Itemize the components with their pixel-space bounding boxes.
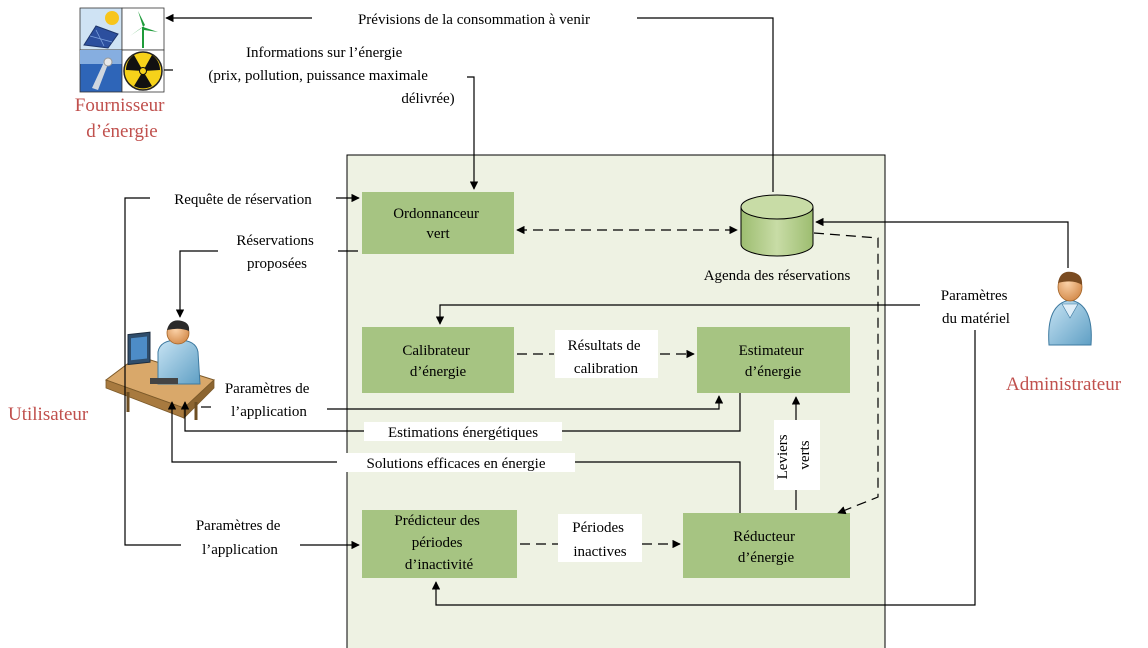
previsions-label: Prévisions de la consommation à venir: [358, 12, 590, 28]
requete-label: Requête de réservation: [174, 192, 312, 208]
reducteur-box: [683, 513, 850, 578]
solutions-label: Solutions efficaces en énergie: [367, 456, 546, 472]
estimations-arrow: [180, 401, 366, 432]
estimations-label-bg: [364, 422, 562, 441]
admin-agenda-arrow: [815, 217, 1069, 268]
materiel-arrow: [435, 304, 936, 325]
leviers-label-bg: [774, 420, 820, 490]
database-label: Agenda des réservations: [704, 268, 851, 284]
periodes-label-bg: [558, 514, 642, 562]
resultats-calibration-label: Résultats de calibration: [568, 338, 645, 377]
requete-arrow-left: [124, 197, 181, 546]
informations-arrow: [467, 76, 479, 190]
user-name: Utilisateur: [8, 404, 89, 425]
reducteur-label: Réducteur d’énergie: [733, 529, 798, 566]
calibrateur-label: Calibrateur d’énergie: [402, 343, 473, 380]
predicteur-box: [362, 510, 517, 578]
estimations-line: [560, 393, 741, 432]
reservations-label: Réservations proposées: [236, 233, 317, 272]
periodes-inactives-label: Périodes inactives: [572, 520, 627, 560]
informations-label: Informations sur l’énergie (prix, pollut…: [208, 45, 454, 107]
calibrateur-box: [362, 327, 514, 393]
solutions-arrow: [167, 401, 338, 463]
reservations-arrow: [175, 250, 218, 318]
estimateur-box: [697, 327, 850, 393]
estimations-label: Estimations énergétiques: [388, 425, 538, 441]
parametres-app-label-2: Paramètres de l’application: [196, 518, 284, 558]
predicteur-label: Prédicteur des périodes d’inactivité: [394, 513, 483, 573]
solutions-line: [573, 461, 741, 513]
parametres-app-arrow-1: [327, 395, 724, 410]
energy-sources-icon: [79, 7, 165, 93]
ordonnanceur-box: [362, 192, 514, 254]
user-at-computer-icon: [104, 320, 215, 420]
parametres-app-label-1: Paramètres de l’application: [225, 381, 313, 420]
solutions-label-bg: [337, 453, 575, 472]
supplier-name: Fournisseur d’énergie: [75, 95, 169, 142]
agenda-reducteur-arrow: [813, 232, 879, 515]
materiel-arrow-2: [431, 330, 976, 606]
previsions-arrow: [637, 17, 774, 192]
materiel-label-bg: [920, 285, 1028, 329]
leviers-label: Leviers verts: [775, 431, 813, 480]
estimateur-label: Estimateur d’énergie: [739, 343, 808, 380]
admin-name: Administrateur: [1006, 374, 1122, 395]
ordonnanceur-label: Ordonnanceur vert: [393, 206, 483, 242]
database-icon: [740, 194, 814, 257]
administrator-icon: [1048, 271, 1092, 346]
parametres-materiel-label: Paramètres du matériel: [941, 288, 1011, 327]
calibration-label-bg: [555, 330, 658, 378]
